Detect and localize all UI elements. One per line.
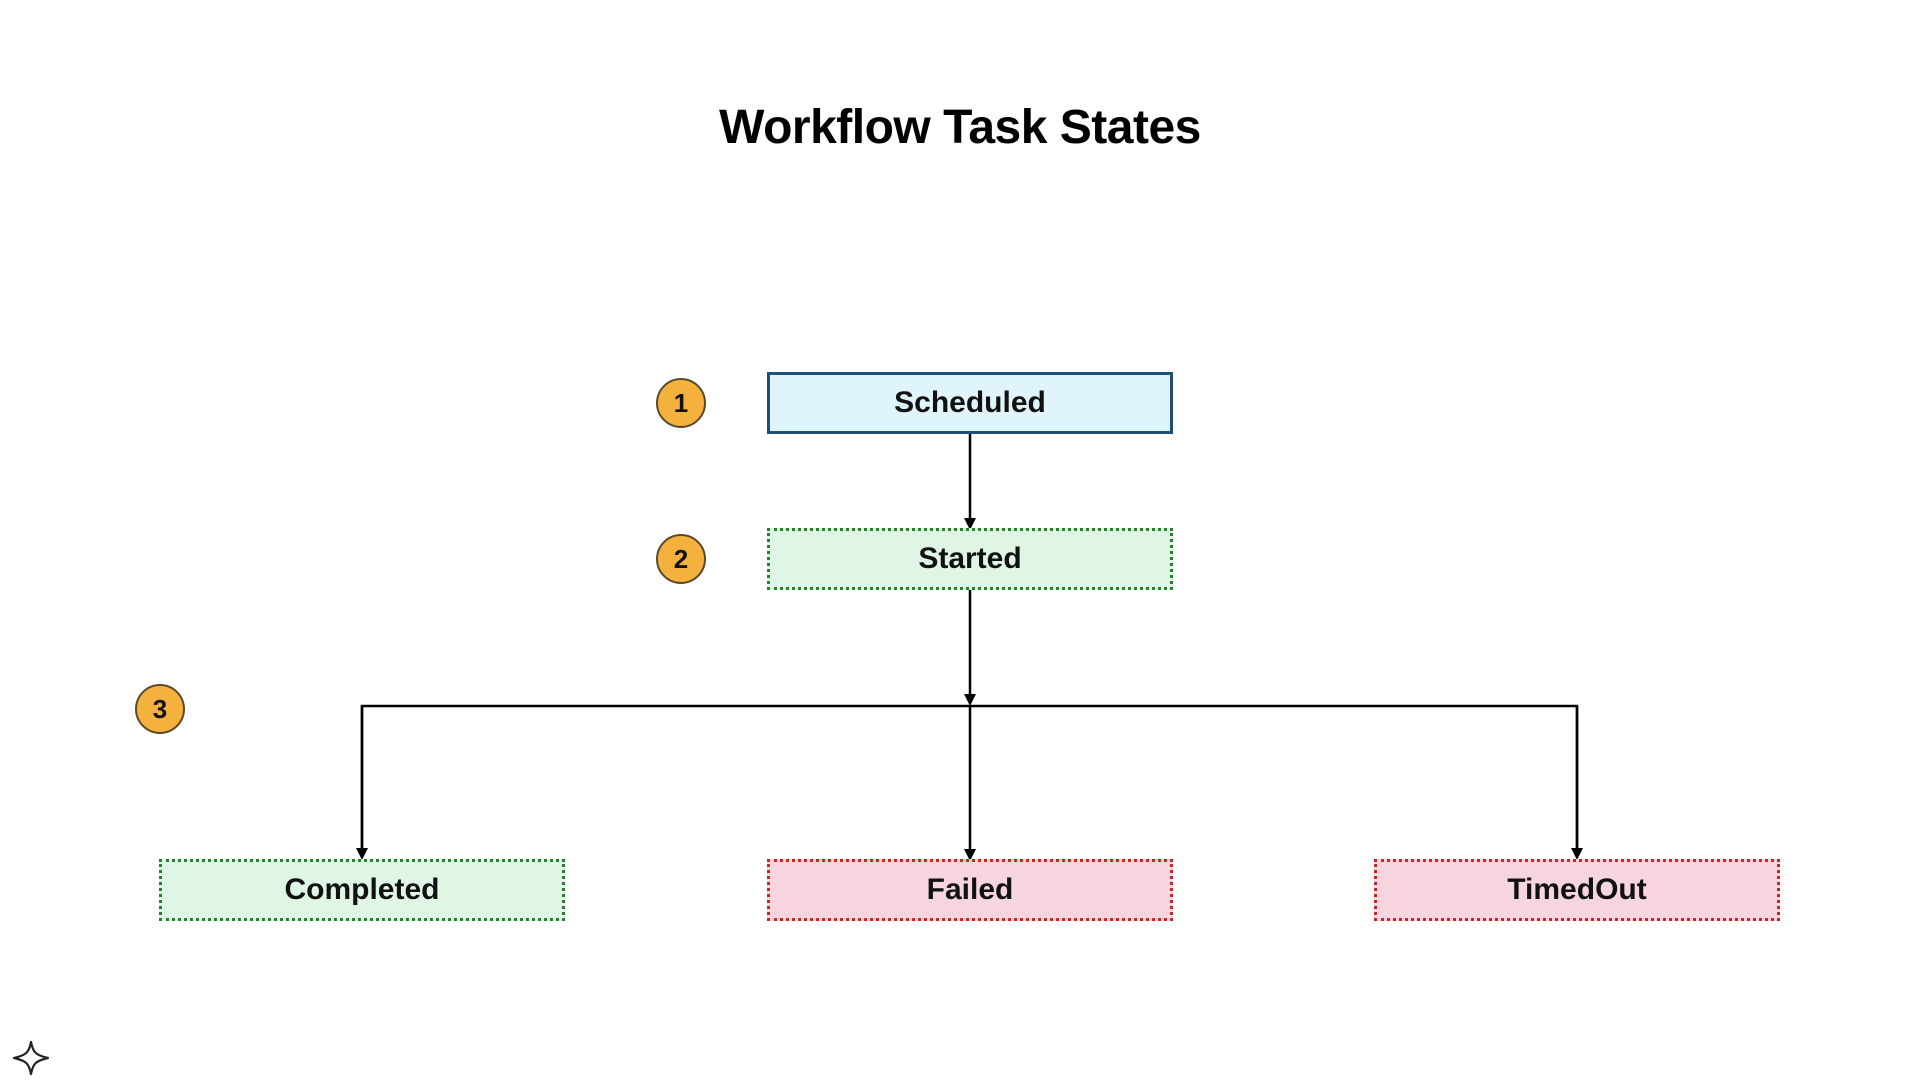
sparkle-icon[interactable]: [8, 1038, 54, 1078]
diagram-title: Workflow Task States: [719, 101, 1201, 154]
state-started[interactable]: Started: [767, 528, 1173, 590]
step-badge-3: 3: [135, 684, 185, 734]
step-badge-1: 1: [656, 378, 706, 428]
state-failed[interactable]: Failed: [767, 859, 1173, 921]
state-scheduled[interactable]: Scheduled: [767, 372, 1173, 434]
state-timedout[interactable]: TimedOut: [1374, 859, 1780, 921]
step-badge-2: 2: [656, 534, 706, 584]
state-completed[interactable]: Completed: [159, 859, 565, 921]
